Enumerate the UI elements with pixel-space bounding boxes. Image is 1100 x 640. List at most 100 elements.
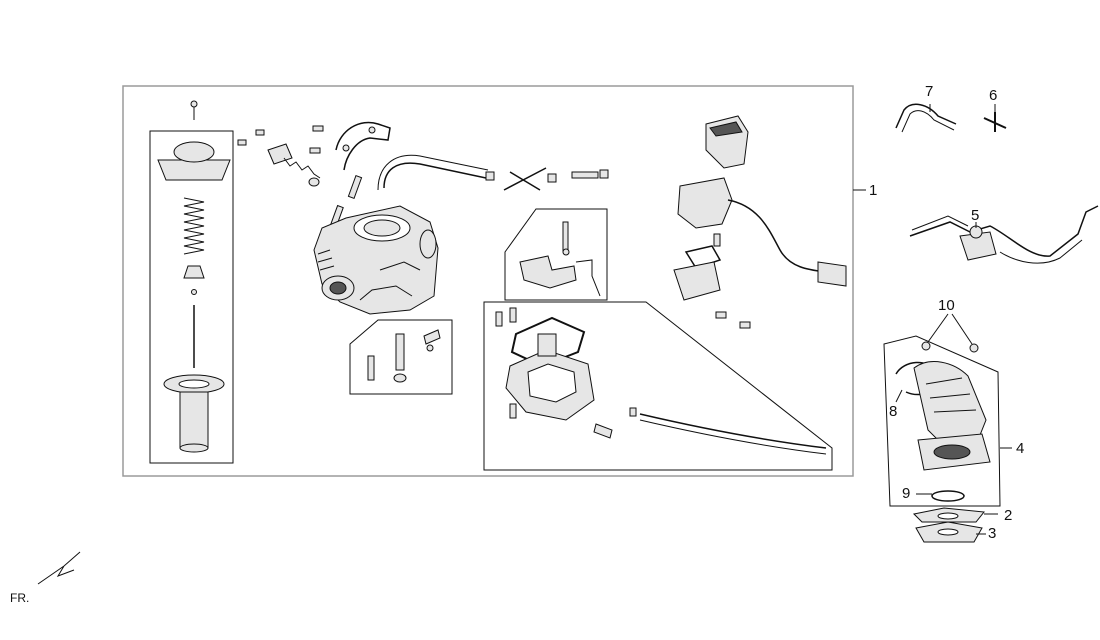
- manifold-port: [933, 444, 971, 460]
- float-bowl-chamber: [527, 363, 577, 403]
- float: [519, 255, 577, 289]
- throttle-cable-bracket: [335, 121, 391, 171]
- leader-line-10-b: [951, 313, 973, 345]
- pilot-spring: [426, 344, 434, 352]
- vent-hose-inner: [377, 154, 489, 191]
- callout-4: 4: [1016, 440, 1025, 457]
- top-screw: [190, 100, 198, 108]
- intake-boot-ribs: [925, 377, 977, 413]
- pilot-screw: [423, 329, 441, 345]
- needle-washer: [191, 289, 197, 295]
- fitting-clip-b: [571, 171, 599, 179]
- auto-choke-group: [673, 115, 847, 329]
- hose-assembly-5: [909, 205, 1099, 257]
- leader-line-10-a: [927, 313, 949, 343]
- choke-screw-b: [715, 311, 727, 319]
- choke-housing: [419, 229, 437, 259]
- choke-connector: [817, 261, 847, 287]
- callout-9: 9: [902, 485, 911, 502]
- front-direction-arrow: [37, 551, 81, 585]
- screw-d: [309, 147, 321, 154]
- piston-slide-bottom: [179, 443, 209, 453]
- small-screw-b: [255, 129, 265, 136]
- carburetor-assembly-frame: [122, 85, 854, 477]
- callout-2: 2: [1004, 507, 1013, 524]
- bracket-hole-a: [368, 126, 376, 134]
- carburetor-body-group: [237, 121, 609, 315]
- float-pivot: [562, 248, 570, 256]
- intake-boot: [913, 361, 987, 445]
- accelerator-pump: [537, 333, 557, 357]
- choke-body: [677, 177, 733, 229]
- jet-subframe: [349, 319, 453, 395]
- drain-hose: [639, 413, 827, 449]
- jet-holder: [393, 373, 407, 383]
- choke-screw-a: [713, 233, 721, 247]
- vacuum-piston-group: [157, 100, 231, 453]
- drain-hose-inner: [639, 419, 827, 455]
- fitting-6: [983, 112, 1007, 132]
- drain-plug: [593, 423, 613, 439]
- front-arrow-icon: [37, 551, 81, 585]
- screw-c: [312, 125, 324, 132]
- hose-7-inner: [901, 110, 955, 133]
- idle-adjust-spring: [283, 157, 321, 179]
- float-needle: [562, 221, 569, 253]
- float-bowl-group: [495, 307, 827, 455]
- callout-8: 8: [889, 403, 898, 420]
- nut-10-b: [969, 343, 979, 353]
- float-group: [519, 221, 601, 297]
- bowl-screw-a: [495, 311, 503, 327]
- choke-gasket: [684, 245, 722, 269]
- choke-screw-c: [739, 321, 751, 329]
- intake-group: [895, 313, 1012, 543]
- body-screw-a: [347, 174, 363, 200]
- choke-wire: [727, 199, 827, 273]
- idle-screw-bracket: [267, 143, 293, 165]
- float-subframe: [504, 208, 608, 301]
- carb-throat-inner: [363, 219, 401, 237]
- right-parts-group: [895, 103, 1099, 264]
- carb-inlet-bore: [329, 281, 347, 295]
- insulator-3-hole: [937, 528, 959, 536]
- callout-6: 6: [989, 87, 998, 104]
- needle-clip: [183, 265, 205, 279]
- t-fitting: [503, 167, 547, 191]
- vacuum-piston-subframe: [149, 130, 234, 464]
- carb-lower-detail: [359, 261, 421, 301]
- needle-jet: [395, 333, 405, 371]
- piston-spring: [183, 197, 205, 255]
- bracket-hole-b: [342, 144, 350, 152]
- front-direction-label: FR.: [10, 591, 30, 605]
- diaphragm-cover: [157, 159, 231, 181]
- main-jet: [367, 355, 375, 381]
- diaphragm-inner: [178, 379, 210, 389]
- drain-screw: [509, 403, 517, 419]
- jet-group: [367, 329, 441, 383]
- small-screw-a: [237, 139, 247, 146]
- callout-5: 5: [971, 207, 980, 224]
- hose-clip: [485, 171, 495, 181]
- float-bowl-subframe: [483, 301, 833, 471]
- intake-subframe: [883, 335, 1001, 507]
- hose-7: [895, 103, 957, 129]
- gasket-2-hole: [937, 512, 959, 520]
- float-pin-wire: [575, 259, 601, 297]
- callout-7: 7: [925, 83, 934, 100]
- fitting-clip-a: [547, 173, 557, 183]
- choke-plate: [673, 261, 721, 301]
- hose-assembly-5-inner: [911, 215, 1083, 264]
- vent-hose: [383, 162, 487, 189]
- diaphragm-cap: [173, 141, 215, 163]
- carb-side-ribs: [317, 249, 335, 271]
- callout-10: 10: [938, 297, 955, 314]
- leader-line-8: [895, 389, 903, 403]
- o-ring-9: [931, 490, 965, 502]
- bowl-screw-b: [509, 307, 517, 323]
- piston-slide: [179, 391, 209, 449]
- bowl-gasket: [510, 316, 586, 368]
- idle-screw-cap: [308, 177, 320, 187]
- callout-3: 3: [988, 525, 997, 542]
- nut-10-a: [921, 341, 931, 351]
